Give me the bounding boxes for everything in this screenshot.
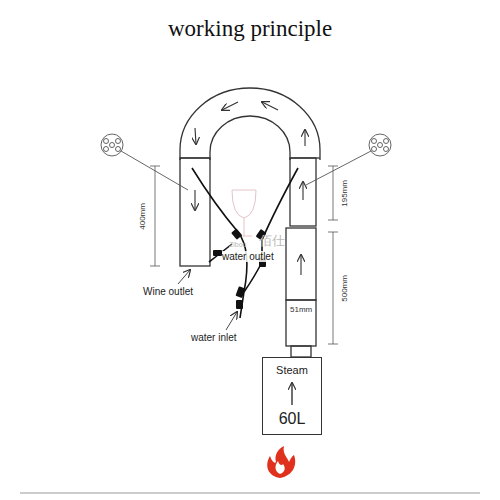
watermark: Zibou bbox=[229, 241, 247, 249]
part-label: water outlet bbox=[222, 251, 274, 262]
box-heading: Steam bbox=[263, 364, 321, 376]
boiler-box: Steam 60L bbox=[262, 357, 322, 435]
part-label: water inlet bbox=[191, 332, 237, 343]
dimension-label: 51mm bbox=[290, 306, 312, 315]
box-volume: 60L bbox=[263, 410, 321, 428]
diagram-title: working principle bbox=[168, 16, 332, 41]
part-label: Wine outlet bbox=[143, 286, 193, 297]
u-tube bbox=[180, 88, 320, 357]
dimension-label: 400mm bbox=[139, 203, 148, 230]
dimension-label: 195mm bbox=[341, 180, 350, 207]
watermark: 佰仕 bbox=[259, 234, 285, 248]
dimension-label: 500mm bbox=[341, 275, 350, 302]
